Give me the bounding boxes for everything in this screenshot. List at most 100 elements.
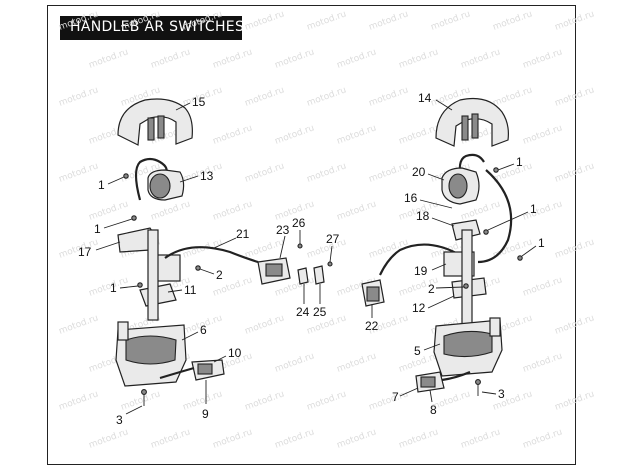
- watermark-text: motod.ru: [306, 389, 348, 413]
- watermark-text: motod.ru: [398, 427, 440, 451]
- watermark-text: motod.ru: [58, 9, 100, 33]
- left-cover-slot-b: [157, 115, 165, 139]
- watermark-text: motod.ru: [368, 161, 410, 185]
- callout-1: 1: [516, 155, 523, 169]
- callout-6: 6: [200, 323, 207, 337]
- callout-labels: 15 13 1 1 17 26 21 23 27 2 1 11 24 25 6 …: [78, 91, 545, 427]
- watermark-text: motod.ru: [58, 313, 100, 337]
- leader-14: [435, 99, 453, 111]
- callout-14: 14: [418, 91, 432, 105]
- leader-8: [429, 389, 433, 403]
- watermark-text: motod.ru: [460, 427, 502, 451]
- watermark-text: motod.ru: [274, 123, 316, 147]
- callout-7: 7: [392, 390, 399, 404]
- watermark-text: motod.ru: [212, 123, 254, 147]
- callout-18: 18: [416, 209, 430, 223]
- left-connector-tab: [197, 363, 213, 375]
- watermark-text: motod.ru: [554, 9, 596, 33]
- callout-1: 1: [110, 281, 117, 295]
- left-cover-slot-a: [147, 117, 155, 141]
- leader-5: [423, 343, 441, 351]
- leader-17: [95, 241, 121, 251]
- right-connector-pins: [366, 286, 380, 302]
- leader-10: [213, 355, 227, 363]
- diagram-title: HANDLEB AR SWITCHES: [70, 19, 245, 35]
- terminal-26: [297, 243, 303, 249]
- callout-8: 8: [430, 403, 437, 417]
- watermark-text: motod.ru: [336, 123, 378, 147]
- leader-1e: [487, 211, 529, 231]
- watermark-text: motod.ru: [150, 47, 192, 71]
- terminal-lock-24: [297, 267, 309, 285]
- watermark-text: motod.ru: [398, 123, 440, 147]
- watermark-text: motod.ru: [88, 47, 130, 71]
- callout-3: 3: [498, 387, 505, 401]
- leader-13: [179, 175, 199, 183]
- connector-parts: [257, 243, 333, 285]
- left-switch-wire-loop: [134, 157, 168, 201]
- watermark-text: motod.ru: [336, 427, 378, 451]
- callout-2: 2: [216, 268, 223, 282]
- callout-25: 25: [313, 305, 327, 319]
- leader-7: [399, 387, 419, 397]
- watermark-text: motod.ru: [522, 123, 564, 147]
- watermark-text: motod.ru: [58, 85, 100, 109]
- callout-9: 9: [202, 407, 209, 421]
- leader-18: [431, 217, 455, 227]
- leader-15: [175, 102, 191, 111]
- left-screw-3-head: [141, 389, 147, 395]
- watermark-text: motod.ru: [554, 237, 596, 261]
- right-switch-knob: [448, 173, 468, 199]
- watermark-text: motod.ru: [150, 427, 192, 451]
- watermark-text: motod.ru: [554, 85, 596, 109]
- left-lower-wire: [159, 366, 195, 380]
- left-switch-assembly: [115, 98, 259, 406]
- leader-1f: [521, 245, 537, 257]
- callout-22: 22: [365, 319, 379, 333]
- callout-1: 1: [530, 202, 537, 216]
- leader-1d: [497, 163, 515, 171]
- watermark-text: motod.ru: [244, 313, 286, 337]
- leader-12: [427, 295, 455, 309]
- watermark-text: motod.ru: [212, 199, 254, 223]
- right-switch-assembly: [361, 97, 523, 396]
- terminal-27: [327, 261, 333, 267]
- left-screw-1a: [123, 173, 129, 179]
- watermark-text: motod.ru: [336, 199, 378, 223]
- leader-1c: [119, 285, 139, 289]
- watermark-text: motod.ru: [306, 85, 348, 109]
- watermark-text: motod.ru: [274, 351, 316, 375]
- leader-2a: [199, 268, 215, 275]
- watermark-text: motod.ru: [306, 9, 348, 33]
- callout-20: 20: [412, 165, 426, 179]
- right-cover-slot-a: [461, 115, 469, 141]
- watermark-text: motod.ru: [244, 161, 286, 185]
- right-screw-2: [463, 283, 469, 289]
- right-screw-1a: [493, 167, 499, 173]
- callout-23: 23: [276, 223, 290, 237]
- left-housing-opening: [125, 335, 177, 365]
- leader-16: [419, 199, 453, 209]
- callout-12: 12: [412, 301, 426, 315]
- watermark-text: motod.ru: [368, 389, 410, 413]
- watermark-text: motod.ru: [120, 389, 162, 413]
- watermark-text: motod.ru: [492, 237, 534, 261]
- right-long-wire: [477, 169, 513, 264]
- right-connector-tab: [420, 376, 436, 388]
- leader-2b: [435, 286, 465, 289]
- right-stem: [461, 229, 473, 326]
- callout-3: 3: [116, 413, 123, 427]
- watermark-text: motod.ru: [58, 389, 100, 413]
- watermark-text: motod.ru: [336, 351, 378, 375]
- leader-1b: [103, 218, 133, 229]
- right-housing-post: [489, 317, 501, 337]
- watermark-text: motod.ru: [522, 47, 564, 71]
- leader-21: [213, 237, 237, 249]
- callout-1: 1: [94, 222, 101, 236]
- watermark-text: motod.ru: [244, 389, 286, 413]
- leader-1a: [107, 176, 125, 185]
- leader-19: [431, 263, 447, 271]
- watermark-text: motod.ru: [58, 161, 100, 185]
- watermark-text: motod.ru: [554, 313, 596, 337]
